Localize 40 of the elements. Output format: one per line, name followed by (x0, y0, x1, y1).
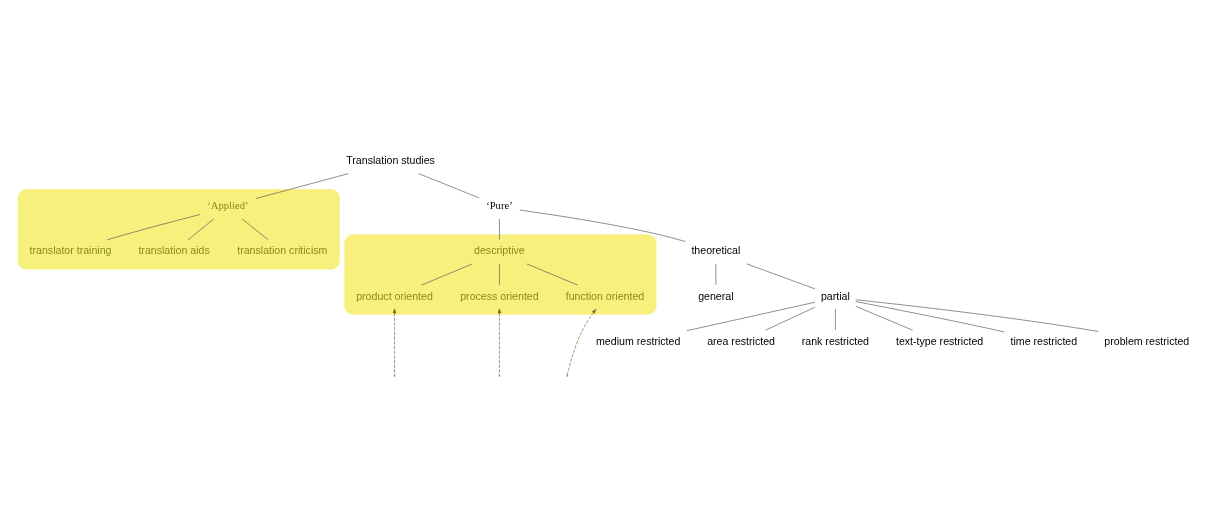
connector (241, 218, 269, 241)
node-text: problem restricted (1104, 334, 1190, 347)
connector (746, 263, 816, 290)
node-text: descriptive (474, 244, 525, 257)
connector (855, 305, 913, 331)
connector (421, 263, 473, 286)
connector (526, 263, 578, 286)
connector (187, 218, 215, 241)
connector (855, 301, 1005, 333)
arrow (497, 308, 502, 376)
node-text: function oriented (565, 289, 645, 302)
node-text: translator training (29, 244, 112, 257)
node-text: ‘Pure’ (486, 200, 513, 212)
node-text: medium restricted (596, 334, 681, 347)
connector (835, 308, 836, 331)
node-text: translation aids (138, 244, 210, 257)
node-text: process oriented (460, 289, 539, 302)
node-text: area restricted (707, 334, 776, 347)
arrow (566, 308, 597, 376)
node-text: general (698, 289, 734, 302)
connector (765, 306, 816, 331)
node-text: Translation studies (346, 154, 435, 167)
cluster (17, 189, 340, 270)
arrow (392, 308, 397, 376)
connector (106, 214, 201, 241)
connector (499, 263, 500, 286)
node-text: partial (820, 289, 850, 302)
connector (519, 209, 686, 242)
connector (418, 173, 480, 199)
connector (686, 301, 816, 332)
connector (855, 299, 1099, 332)
connector (255, 173, 349, 199)
node-text: time restricted (1010, 334, 1078, 347)
node-text: product oriented (356, 289, 433, 302)
connector (499, 218, 500, 240)
node-text: theoretical (691, 244, 741, 257)
node-text: text-type restricted (895, 334, 984, 347)
node-text: rank restricted (801, 334, 869, 347)
node-text: translation criticism (237, 244, 328, 257)
node-text: ‘Applied’ (207, 200, 249, 212)
